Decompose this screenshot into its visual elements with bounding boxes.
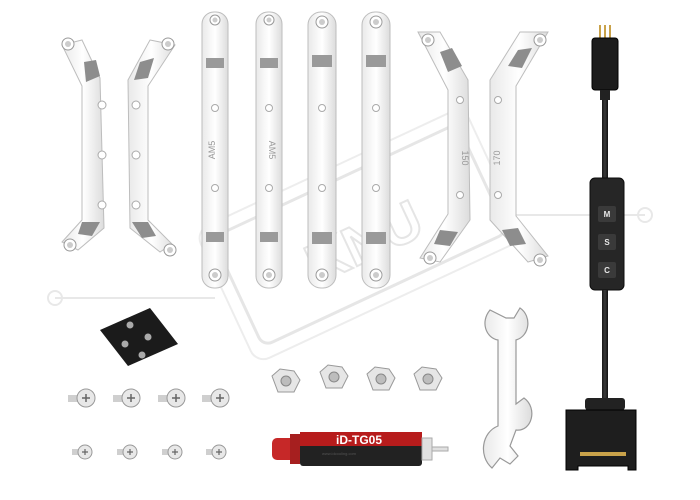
mounting-bracket-170: 170 [489, 31, 549, 267]
thermal-paste-subtext: www.idcooling.com [322, 451, 357, 456]
mounting-bracket-am5-right: AM5 [255, 11, 283, 289]
bracket-label-150: 150 [460, 150, 470, 165]
mounting-bracket-150: 150 [417, 31, 471, 265]
bracket-label-am5-left: AM5 [207, 141, 217, 160]
hex-nuts [271, 364, 443, 393]
mounting-bracket-straight-left [307, 11, 337, 289]
mounting-bracket-angled-right [127, 37, 177, 257]
mounting-bracket-angled-left [61, 37, 107, 252]
thermal-paste-tube: iD-TG05 www.idcooling.com [272, 432, 449, 466]
thermal-pad [100, 308, 178, 366]
screws-long [68, 388, 230, 408]
wrench-tool [482, 307, 533, 469]
controller-button-s: S [604, 238, 610, 247]
screws-short [72, 444, 227, 460]
bracket-label-am5-right: AM5 [267, 141, 277, 160]
thermal-paste-brand: iD-TG05 [336, 433, 382, 447]
controller-button-m: M [604, 210, 611, 219]
mounting-bracket-am5-left: AM5 [201, 11, 229, 289]
bracket-label-170: 170 [492, 150, 502, 165]
mounting-bracket-straight-right [361, 11, 391, 289]
argb-controller-cable: M S C [565, 25, 637, 471]
controller-button-c: C [604, 266, 610, 275]
